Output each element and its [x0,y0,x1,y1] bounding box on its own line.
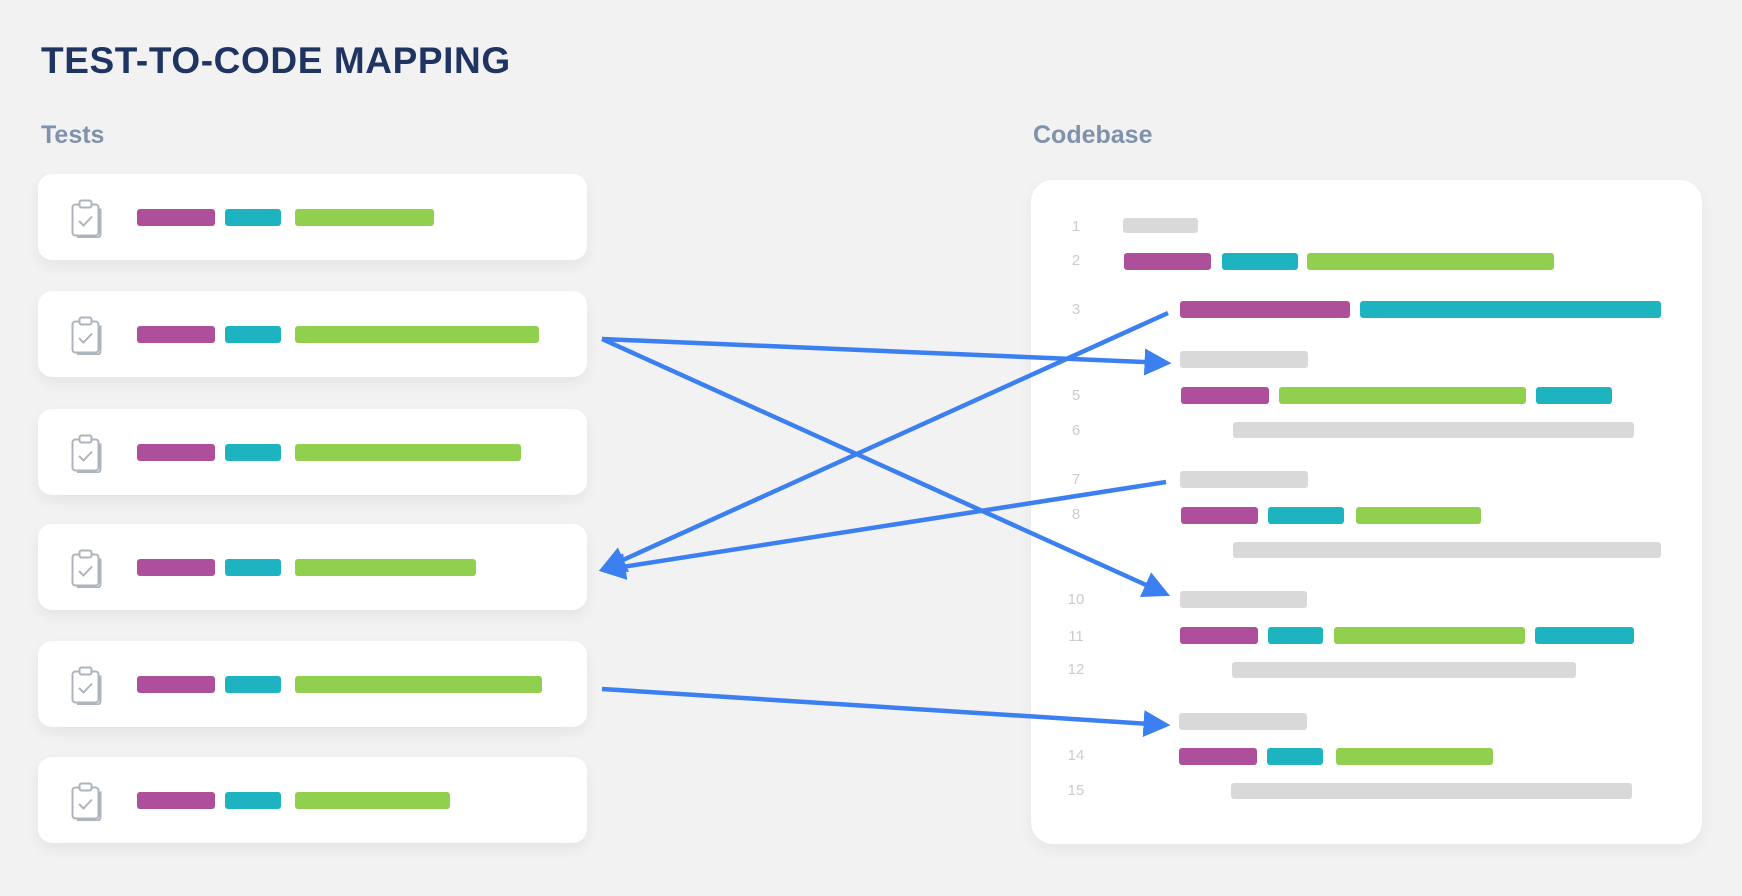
codebase-panel: 1 2 3 5 6 7 8 10 11 12 14 15 [1031,180,1702,844]
code-token [1180,301,1350,318]
code-token [1180,591,1307,608]
code-token [1181,507,1258,524]
test-bar-description [295,209,434,226]
code-token [1268,627,1323,644]
code-token [1232,662,1576,678]
test-bar-name [137,676,215,693]
code-token [1180,627,1258,644]
code-token [1123,218,1198,233]
test-bar-name [137,792,215,809]
line-number: 2 [1071,252,1081,269]
code-token [1535,627,1634,644]
line-number: 5 [1071,387,1081,404]
line-number: 15 [1067,782,1085,799]
test-bar-name [137,209,215,226]
line-number: 12 [1067,661,1085,678]
test-card-1[interactable] [38,174,587,260]
code-token [1536,387,1612,404]
code-token [1267,748,1323,765]
code-token [1360,301,1661,318]
line-number: 3 [1071,301,1081,318]
clipboard-check-icon [71,316,102,355]
test-bar-description [295,326,539,343]
codebase-section-label: Codebase [1033,121,1153,149]
test-card-4[interactable] [38,524,587,610]
page-title: TEST-TO-CODE MAPPING [41,40,511,81]
test-bar-description [295,559,476,576]
test-bar-type [225,559,281,576]
test-card-3[interactable] [38,409,587,495]
test-card-5[interactable] [38,641,587,727]
code-token [1268,507,1344,524]
code-token [1124,253,1211,270]
test-bar-type [225,792,281,809]
test-bar-type [225,326,281,343]
line-number: 7 [1071,471,1081,488]
code-token [1336,748,1493,765]
line-number: 14 [1067,747,1085,764]
code-token [1334,627,1525,644]
test-bar-type [225,209,281,226]
code-token [1179,748,1257,765]
line-number: 1 [1071,218,1081,235]
line-number: 10 [1067,591,1085,608]
code-token [1279,387,1526,404]
code-token [1180,351,1308,368]
code-token [1231,783,1632,799]
line-number: 11 [1068,628,1084,645]
line-number: 6 [1071,422,1081,439]
line-number: 8 [1071,506,1081,523]
test-bar-name [137,559,215,576]
test-card-6[interactable] [38,757,587,843]
tests-section-label: Tests [41,121,105,149]
test-bar-type [225,676,281,693]
test-bar-name [137,444,215,461]
clipboard-check-icon [71,549,102,588]
test-bar-description [295,676,542,693]
test-bar-type [225,444,281,461]
test-bar-description [295,444,521,461]
test-bar-description [295,792,450,809]
clipboard-check-icon [71,782,102,821]
code-token [1179,713,1307,730]
code-token [1180,471,1308,488]
clipboard-check-icon [71,199,102,238]
clipboard-check-icon [71,434,102,473]
code-token [1181,387,1269,404]
clipboard-check-icon [71,666,102,705]
test-card-2[interactable] [38,291,587,377]
code-token [1356,507,1481,524]
code-token [1307,253,1554,270]
code-token [1233,422,1634,438]
code-token [1222,253,1298,270]
test-bar-name [137,326,215,343]
code-token [1233,542,1661,558]
